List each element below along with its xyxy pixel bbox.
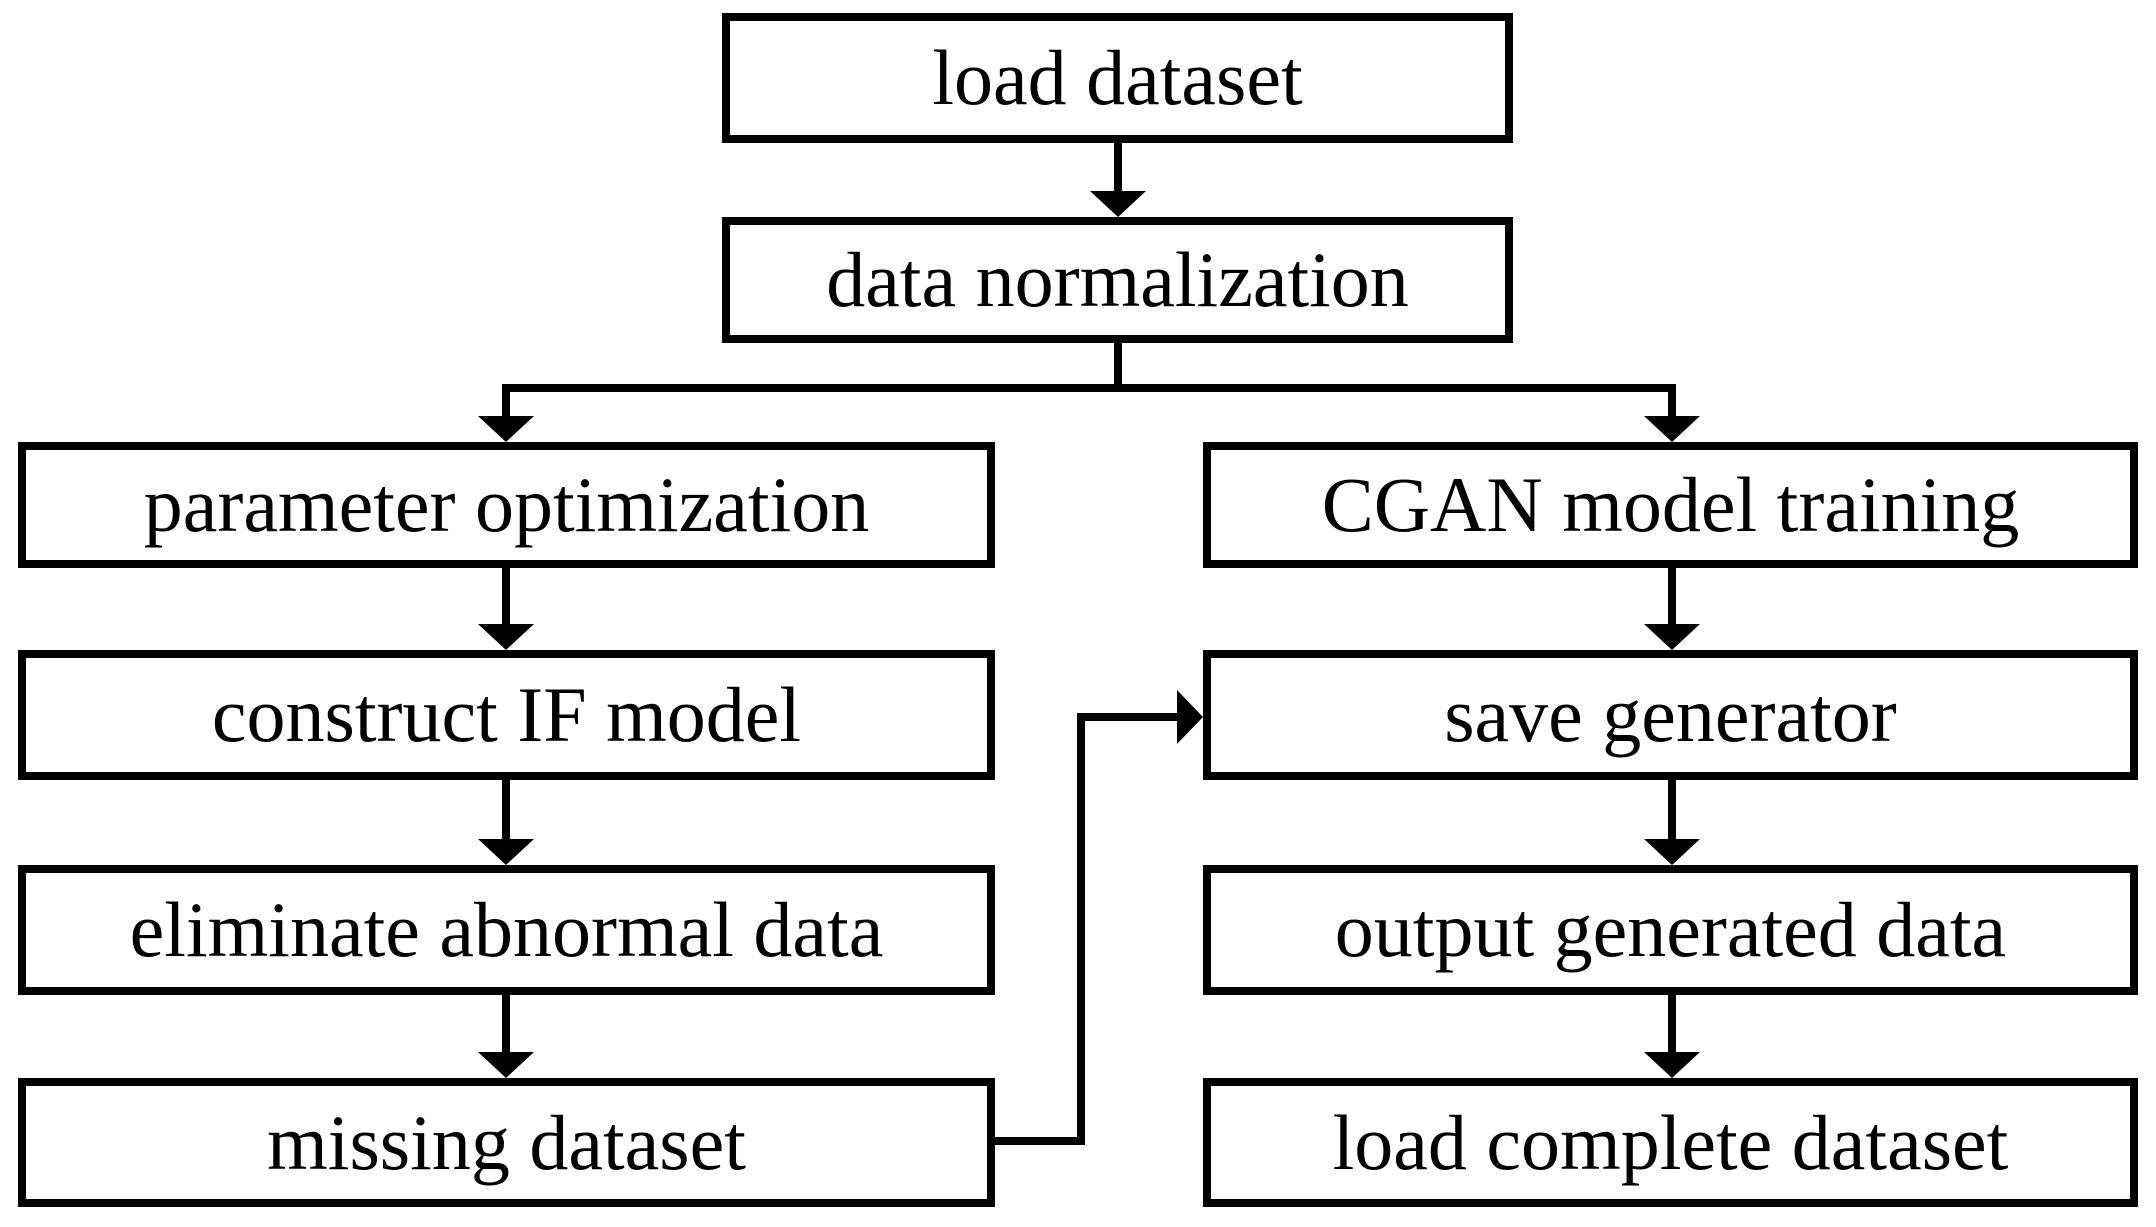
node-label: missing dataset bbox=[267, 1098, 746, 1186]
node-label: construct IF model bbox=[211, 671, 802, 758]
node-output-generated-data: output generated data bbox=[1203, 865, 2138, 995]
node-construct-if-model: construct IF model bbox=[18, 650, 995, 780]
edge-data-normalization-split-stem bbox=[1114, 343, 1122, 388]
node-cgan-model-training: CGAN model training bbox=[1203, 442, 2138, 568]
edge-cgan-model-training-to-save-generator-arrowhead-icon bbox=[1644, 624, 1700, 650]
node-label: parameter optimization bbox=[143, 461, 870, 548]
edge-missing-dataset-to-save-generator-arrowhead-icon bbox=[1177, 690, 1203, 744]
edge-cgan-model-training-to-save-generator-stem bbox=[1668, 568, 1676, 624]
edge-output-generated-data-to-load-complete-dataset-arrowhead-icon bbox=[1644, 1052, 1700, 1078]
edge-construct-if-model-to-eliminate-abnormal-data-arrowhead-icon bbox=[478, 839, 534, 865]
edge-missing-dataset-to-save-generator-hseg1 bbox=[995, 1137, 1085, 1145]
edge-missing-dataset-to-save-generator-vseg bbox=[1077, 713, 1085, 1145]
node-load-complete-dataset: load complete dataset bbox=[1203, 1078, 2138, 1207]
edge-save-generator-to-output-generated-data-stem bbox=[1668, 780, 1676, 839]
node-label: CGAN model training bbox=[1321, 461, 2020, 548]
node-label: load complete dataset bbox=[1332, 1098, 2009, 1186]
edge-eliminate-abnormal-data-to-missing-dataset-stem bbox=[502, 995, 510, 1052]
edge-load-dataset-to-data-normalization-arrowhead-icon bbox=[1090, 191, 1146, 217]
node-load-dataset: load dataset bbox=[722, 13, 1513, 143]
edge-split-to-cgan-model-training-stem bbox=[1668, 384, 1676, 416]
edge-construct-if-model-to-eliminate-abnormal-data-stem bbox=[502, 780, 510, 839]
node-label: load dataset bbox=[932, 34, 1303, 121]
node-label: data normalization bbox=[826, 236, 1409, 323]
node-label: output generated data bbox=[1334, 886, 2007, 973]
edge-split-to-parameter-optimization-arrowhead-icon bbox=[478, 416, 534, 442]
edge-parameter-optimization-to-construct-if-model-stem bbox=[502, 568, 510, 624]
edge-save-generator-to-output-generated-data-arrowhead-icon bbox=[1644, 839, 1700, 865]
node-data-normalization: data normalization bbox=[722, 217, 1513, 343]
node-parameter-optimization: parameter optimization bbox=[18, 442, 995, 568]
node-missing-dataset: missing dataset bbox=[18, 1078, 995, 1207]
edge-data-normalization-split-hline bbox=[502, 384, 1676, 392]
node-label: eliminate abnormal data bbox=[129, 886, 884, 973]
edge-output-generated-data-to-load-complete-dataset-stem bbox=[1668, 995, 1676, 1052]
edge-eliminate-abnormal-data-to-missing-dataset-arrowhead-icon bbox=[478, 1052, 534, 1078]
edge-load-dataset-to-data-normalization-stem bbox=[1114, 143, 1122, 191]
edge-split-to-cgan-model-training-arrowhead-icon bbox=[1644, 416, 1700, 442]
node-eliminate-abnormal-data: eliminate abnormal data bbox=[18, 865, 995, 995]
edge-missing-dataset-to-save-generator-hseg2 bbox=[1081, 713, 1177, 721]
edge-parameter-optimization-to-construct-if-model-arrowhead-icon bbox=[478, 624, 534, 650]
node-label: save generator bbox=[1444, 671, 1897, 758]
node-save-generator: save generator bbox=[1203, 650, 2138, 780]
edge-split-to-parameter-optimization-stem bbox=[502, 384, 510, 416]
